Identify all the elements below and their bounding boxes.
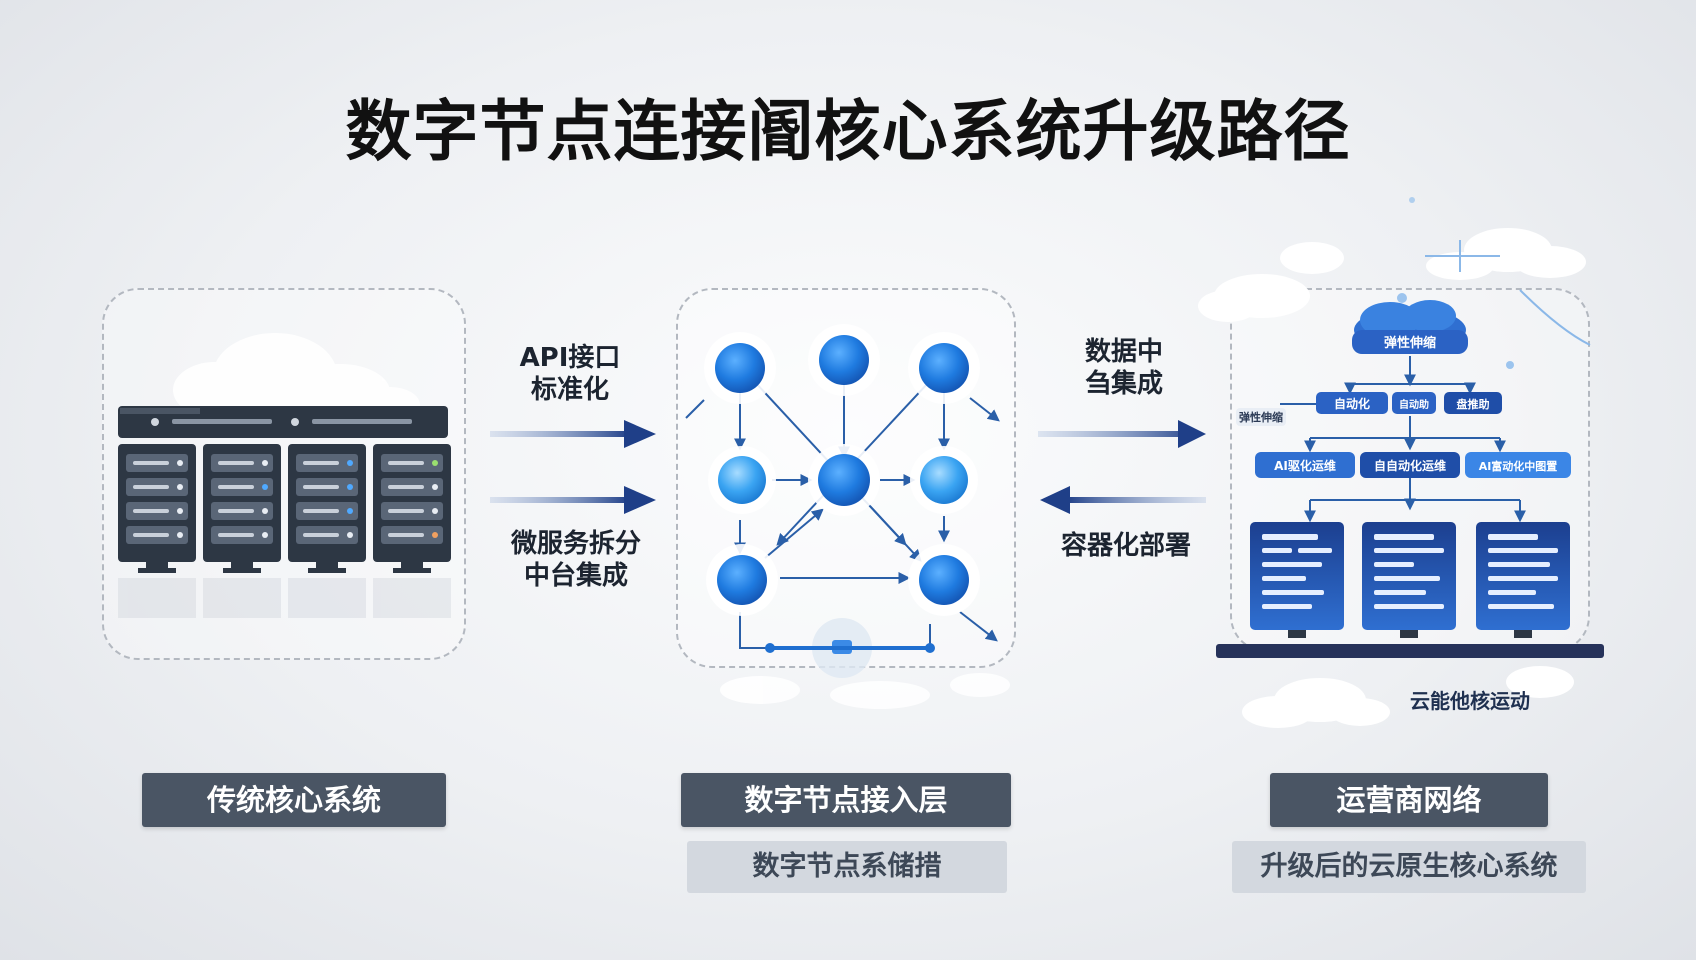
cloud-icon	[720, 673, 1010, 709]
arrow-label-line: API接口	[519, 343, 621, 373]
cloud-caption: 云能他核运动	[1410, 689, 1530, 713]
elastic-scaling-cloud	[1352, 300, 1468, 354]
legacy-core-label: 传统核心系统	[142, 773, 446, 827]
arrow-label-line: 标准化	[530, 375, 609, 405]
page-title: 数字节点连接阍核心系统升级路径	[345, 93, 1351, 170]
ops-pill	[1255, 452, 1571, 478]
node-layer-label: 数字节点接入层	[681, 773, 1011, 827]
cloud-icon	[1242, 666, 1574, 728]
arrow-label-line: 容器化部署	[1060, 531, 1191, 561]
arrow-label-line: 数据中	[1084, 337, 1163, 367]
arrow-left-icon	[1040, 486, 1206, 514]
arrow-label-line: 微服务拆分	[510, 529, 641, 559]
cloud-tree-lines	[1280, 356, 1526, 523]
elastic-scaling-label: 弹性伸缩	[1383, 336, 1436, 351]
cloud-icon	[1198, 228, 1586, 322]
automation-row1-label: 自动助	[1399, 400, 1429, 411]
automation-pill	[1236, 392, 1502, 426]
automation-row1-label: 盘推助	[1456, 398, 1490, 411]
automation-row1-label: 自动化	[1333, 397, 1370, 411]
cloud-native-sublabel: 升级后的云原生核心系统	[1232, 841, 1586, 893]
ops-row2-label: AI富动化中图置	[1478, 460, 1558, 473]
side-scaling-label: 弹性伸缩	[1239, 411, 1283, 424]
decor-lines	[1397, 197, 1591, 369]
ops-row2-label: AI驱化运维	[1274, 459, 1336, 473]
server-rack-icon	[118, 406, 451, 618]
cloud-server-icon	[1216, 522, 1604, 658]
node-icon	[704, 324, 980, 678]
arrow-right-icon	[490, 486, 656, 514]
api-standardization-label: API接口 标准化	[500, 342, 640, 406]
arrow-right-icon	[490, 420, 656, 448]
operator-network-label: 运营商网络	[1270, 773, 1548, 827]
arrow-label-line: 刍集成	[1084, 369, 1163, 399]
containerization-label: 容器化部署	[1046, 530, 1206, 562]
arrow-label-line: 中台集成	[523, 561, 628, 591]
microservice-label: 微服务拆分 中台集成	[500, 528, 652, 592]
ops-row2-label: 自自动化运维	[1373, 459, 1446, 473]
node-layer-sublabel: 数字节点系储措	[687, 841, 1007, 893]
arrow-right-icon	[1038, 420, 1206, 448]
data-integration-label: 数据中 刍集成	[1054, 336, 1194, 400]
